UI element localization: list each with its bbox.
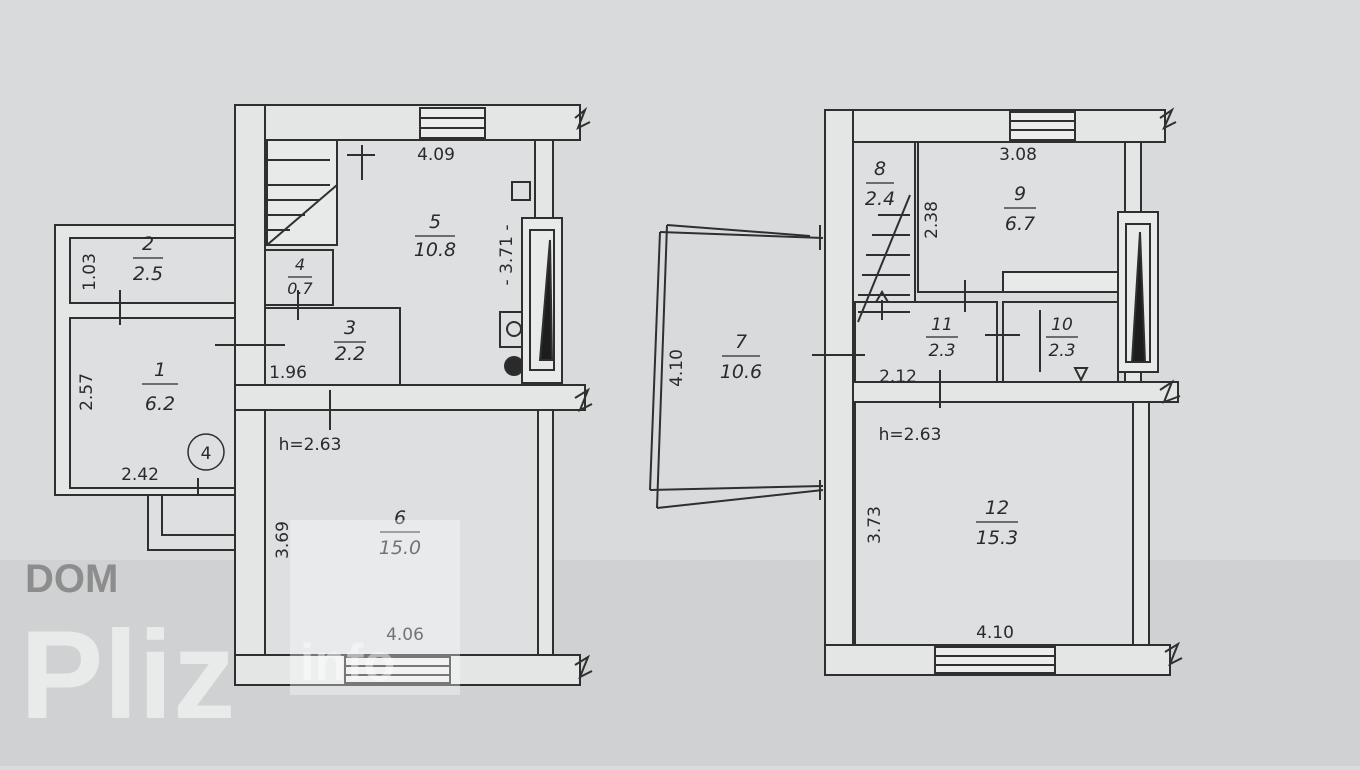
wall-right-lower-r	[1132, 399, 1150, 646]
room-1-area	[69, 317, 236, 489]
room-area: 2.4	[865, 188, 895, 210]
room-11-area	[854, 301, 998, 383]
wall-left-r	[824, 109, 854, 676]
sink-fixture	[511, 181, 531, 201]
room-number: 8	[874, 158, 886, 180]
dimension-label: 4.10	[976, 623, 1014, 643]
watermark-dom: DOM	[25, 557, 118, 601]
room-7-outline	[649, 224, 824, 509]
window-top-left	[419, 107, 486, 139]
counter-fixture	[1002, 271, 1119, 293]
room-area: 15.0	[379, 537, 421, 559]
room-number: 12	[985, 497, 1009, 519]
dimension-label: 2.57	[77, 373, 97, 411]
window-bottom-right	[934, 646, 1056, 674]
room-number: 4	[295, 255, 305, 274]
dimension-label: 2.42	[121, 465, 159, 485]
left-plan-labels: 2 2.5 1 6.2 3 2.2 4 0.7 5 10.8 6 15.0 4.…	[77, 145, 517, 645]
dimension-label: - 3.71 -	[497, 225, 517, 286]
room-area: 2.3	[1048, 341, 1075, 361]
room-area: 15.3	[976, 527, 1018, 549]
window-bottom-left	[344, 656, 451, 684]
dimension-label: 1.03	[80, 253, 100, 291]
dimension-label: 2.12	[879, 367, 917, 387]
ceiling-height-label: h=2.63	[279, 435, 342, 455]
dimension-label: 4.10	[667, 349, 687, 387]
room-number: 2	[142, 233, 154, 255]
watermark-info: info	[300, 634, 395, 692]
marker-number: 4	[201, 444, 212, 464]
dimension-label: 4.09	[417, 145, 455, 165]
room-number: 10	[1051, 315, 1073, 335]
dimension-label: 3.08	[999, 145, 1037, 165]
drain-icon	[1073, 367, 1089, 383]
wall-top-r	[824, 109, 1166, 143]
ceiling-height-label: h=2.63	[879, 425, 942, 445]
room-number: 6	[394, 507, 406, 529]
wall-middle	[234, 384, 586, 411]
watermark-pliz: Pliz	[20, 606, 235, 745]
boiler-fixture	[504, 356, 524, 376]
staircase-right	[857, 194, 911, 323]
left-floor-plan	[54, 104, 593, 686]
wall-right-lower	[537, 409, 554, 656]
right-floor-plan	[649, 107, 1183, 676]
room-10-area	[1002, 301, 1119, 383]
room-area: 2.2	[335, 343, 365, 365]
room-area: 6.2	[145, 393, 175, 415]
room-area: 0.7	[287, 279, 313, 298]
room-number: 3	[344, 317, 356, 339]
dimension-label: 4.06	[386, 625, 424, 645]
dimension-label: 3.69	[273, 521, 293, 559]
room-2-area	[69, 237, 236, 304]
room-area: 2.3	[928, 341, 955, 361]
room-area: 10.6	[720, 361, 762, 383]
room-number: 7	[735, 331, 747, 353]
watermark: DOM Pliz info	[20, 520, 460, 745]
staircase-left	[266, 139, 375, 246]
room-number: 5	[429, 211, 441, 233]
break-mark	[574, 106, 591, 131]
room-area: 6.7	[1005, 213, 1035, 235]
marker-circle	[187, 433, 225, 471]
room-area: 2.5	[133, 263, 163, 285]
dimension-label: 1.96	[269, 363, 307, 383]
room-12-area	[854, 401, 1134, 646]
dimension-label: 3.73	[865, 506, 885, 544]
room-area: 10.8	[414, 239, 456, 261]
room-number: 9	[1014, 183, 1026, 205]
window-top-right	[1009, 111, 1076, 141]
right-plan-labels: 7 10.6 8 2.4 9 6.7 10 2.3 11 2.3 12 15.3…	[667, 145, 1078, 643]
dimension-label: 2.38	[922, 201, 942, 239]
room-3-area	[264, 307, 401, 386]
wall-top	[234, 104, 581, 141]
room-number: 11	[931, 315, 953, 335]
room-number: 1	[154, 359, 166, 381]
